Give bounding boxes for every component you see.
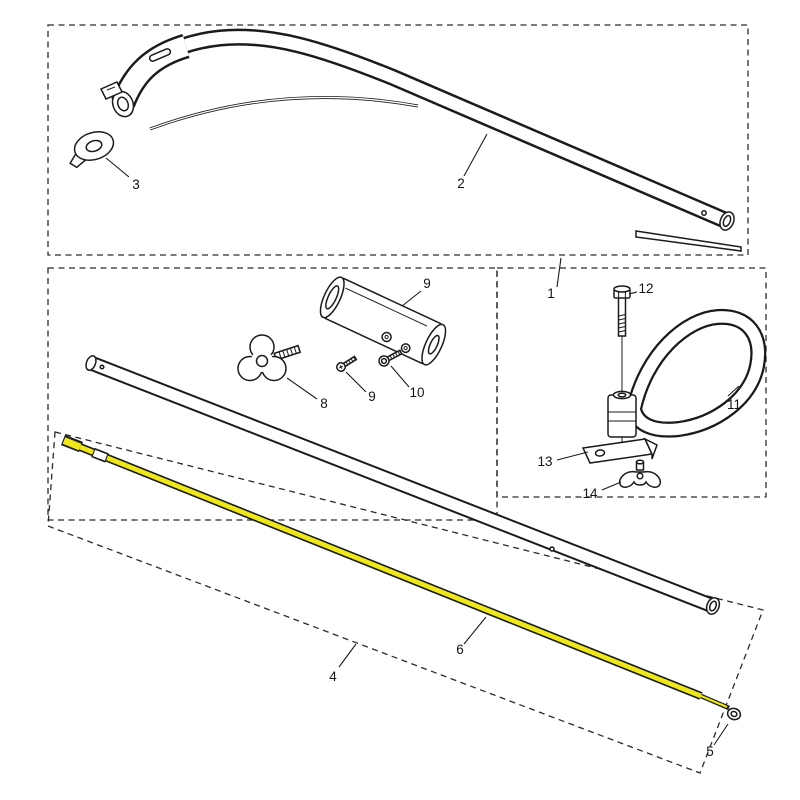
- leader-line-6: [463, 616, 487, 645]
- bracket-plate: [581, 438, 654, 464]
- tube-end-bore: [722, 214, 732, 228]
- leader-line-2: [463, 133, 488, 177]
- leader-line-10: [390, 365, 410, 388]
- flange-bore: [85, 139, 103, 153]
- leader-line-13: [556, 451, 589, 461]
- grip-end-bore: [116, 96, 130, 112]
- callout-11: 11: [727, 397, 741, 412]
- flange-slit: [86, 132, 93, 135]
- knob-hub: [255, 354, 269, 368]
- mount-bracket-part13: [581, 437, 658, 464]
- bolt-shaft: [617, 296, 627, 337]
- coupler-group-outline: [47, 267, 498, 521]
- drive-shaft-tip: [635, 230, 742, 252]
- leader-line-9-screw: [345, 371, 367, 393]
- star-knob-part8: [237, 334, 302, 382]
- leader-line-4: [338, 643, 357, 668]
- group-outlines: [47, 24, 767, 774]
- callout-2: 2: [457, 176, 465, 191]
- leader-line-8: [286, 377, 318, 400]
- callout-14: 14: [582, 486, 598, 501]
- flex-shaft-collar: [92, 449, 108, 461]
- boss-bolt-hole: [617, 392, 627, 398]
- flex-shaft-tip: [700, 694, 728, 709]
- coupler-screw-boss-2: [400, 343, 411, 354]
- washer-screw-part10: [378, 349, 403, 367]
- handle-mount-boss: [607, 394, 637, 438]
- screw-shaft: [386, 349, 403, 362]
- lower-shaft-tube: [85, 355, 721, 615]
- grip-tab: [99, 81, 124, 100]
- leader-line-12: [628, 291, 638, 295]
- callout-1: 1: [547, 286, 555, 301]
- flex-shaft-square-end: [62, 437, 82, 451]
- handle-assembly: [581, 285, 767, 488]
- set-screw-part9: [336, 355, 358, 372]
- lower-shaft-group-outline: [47, 431, 764, 774]
- callout-9-coupler: 9: [423, 276, 431, 291]
- coupler-seam: [345, 287, 428, 327]
- callout-9-screw: 9: [368, 389, 376, 404]
- clamp-center: [636, 472, 644, 480]
- coupler-screw-hole-2: [403, 346, 408, 351]
- lower-tube-left-cap: [85, 355, 97, 371]
- coupler-right-bore: [427, 334, 440, 355]
- callout-6: 6: [456, 642, 464, 657]
- stud-threads: [278, 346, 297, 359]
- bracket-fold: [643, 437, 658, 460]
- screw-head-slot: [339, 365, 343, 369]
- lower-tube-hole-left: [99, 364, 105, 370]
- leader-line-5: [713, 723, 729, 746]
- grip-tab-slot: [106, 86, 116, 91]
- callout-8: 8: [320, 396, 328, 411]
- inner-liner-rod: [149, 96, 419, 131]
- grip-slot: [148, 48, 172, 62]
- leader-line-9-coupler: [401, 290, 422, 307]
- clamp-flange-part3: [69, 131, 115, 169]
- callout-4: 4: [329, 669, 337, 684]
- screw-threads: [345, 356, 356, 366]
- coupler-screw-hole-1: [384, 334, 389, 340]
- bolt-threads: [618, 314, 626, 333]
- screw-threads: [389, 351, 401, 360]
- callout-12: 12: [638, 281, 653, 296]
- hex-bolt-part12: [613, 285, 631, 337]
- nut-bore: [730, 710, 738, 718]
- upper-shaft-group-outline: [47, 24, 749, 256]
- leader-line-3: [105, 157, 130, 178]
- callout-5: 5: [706, 744, 714, 759]
- bolt-head-top: [613, 285, 631, 293]
- lock-nut-part5: [726, 707, 742, 721]
- lower-tube-hole-right: [549, 546, 555, 552]
- leader-line-1: [556, 257, 562, 288]
- upper-bent-shaft-assembly: [69, 28, 742, 252]
- screw-head: [380, 357, 388, 365]
- callout-labels: 1 2 3 4 5 6 8 9 9 10 11 12 13 14: [132, 176, 741, 759]
- tube-pin-hole: [701, 210, 707, 216]
- coupler-screw-boss-1: [381, 331, 392, 343]
- bent-shaft-tube: [113, 28, 742, 252]
- flex-shaft-body: [79, 444, 702, 699]
- leader-lines: [105, 133, 740, 746]
- handle-group-outline: [496, 267, 767, 498]
- leader-line-11: [727, 385, 740, 397]
- flex-drive-shaft: [61, 434, 730, 711]
- wing-clamp-part14: [618, 459, 662, 488]
- bolt-head-facets: [618, 291, 626, 298]
- loop-handle-part11: [607, 308, 767, 438]
- grip-sleeve: [99, 34, 190, 118]
- clamp-stud-top: [635, 459, 645, 465]
- bracket-hole: [594, 449, 606, 457]
- coupler-left-bore: [325, 285, 340, 310]
- callout-10: 10: [409, 385, 424, 400]
- leader-line-14: [601, 481, 622, 491]
- callout-3: 3: [132, 177, 140, 192]
- lower-tube-right-bore: [708, 600, 718, 612]
- callout-13: 13: [537, 454, 552, 469]
- coupler-clamp-part9: [319, 276, 447, 366]
